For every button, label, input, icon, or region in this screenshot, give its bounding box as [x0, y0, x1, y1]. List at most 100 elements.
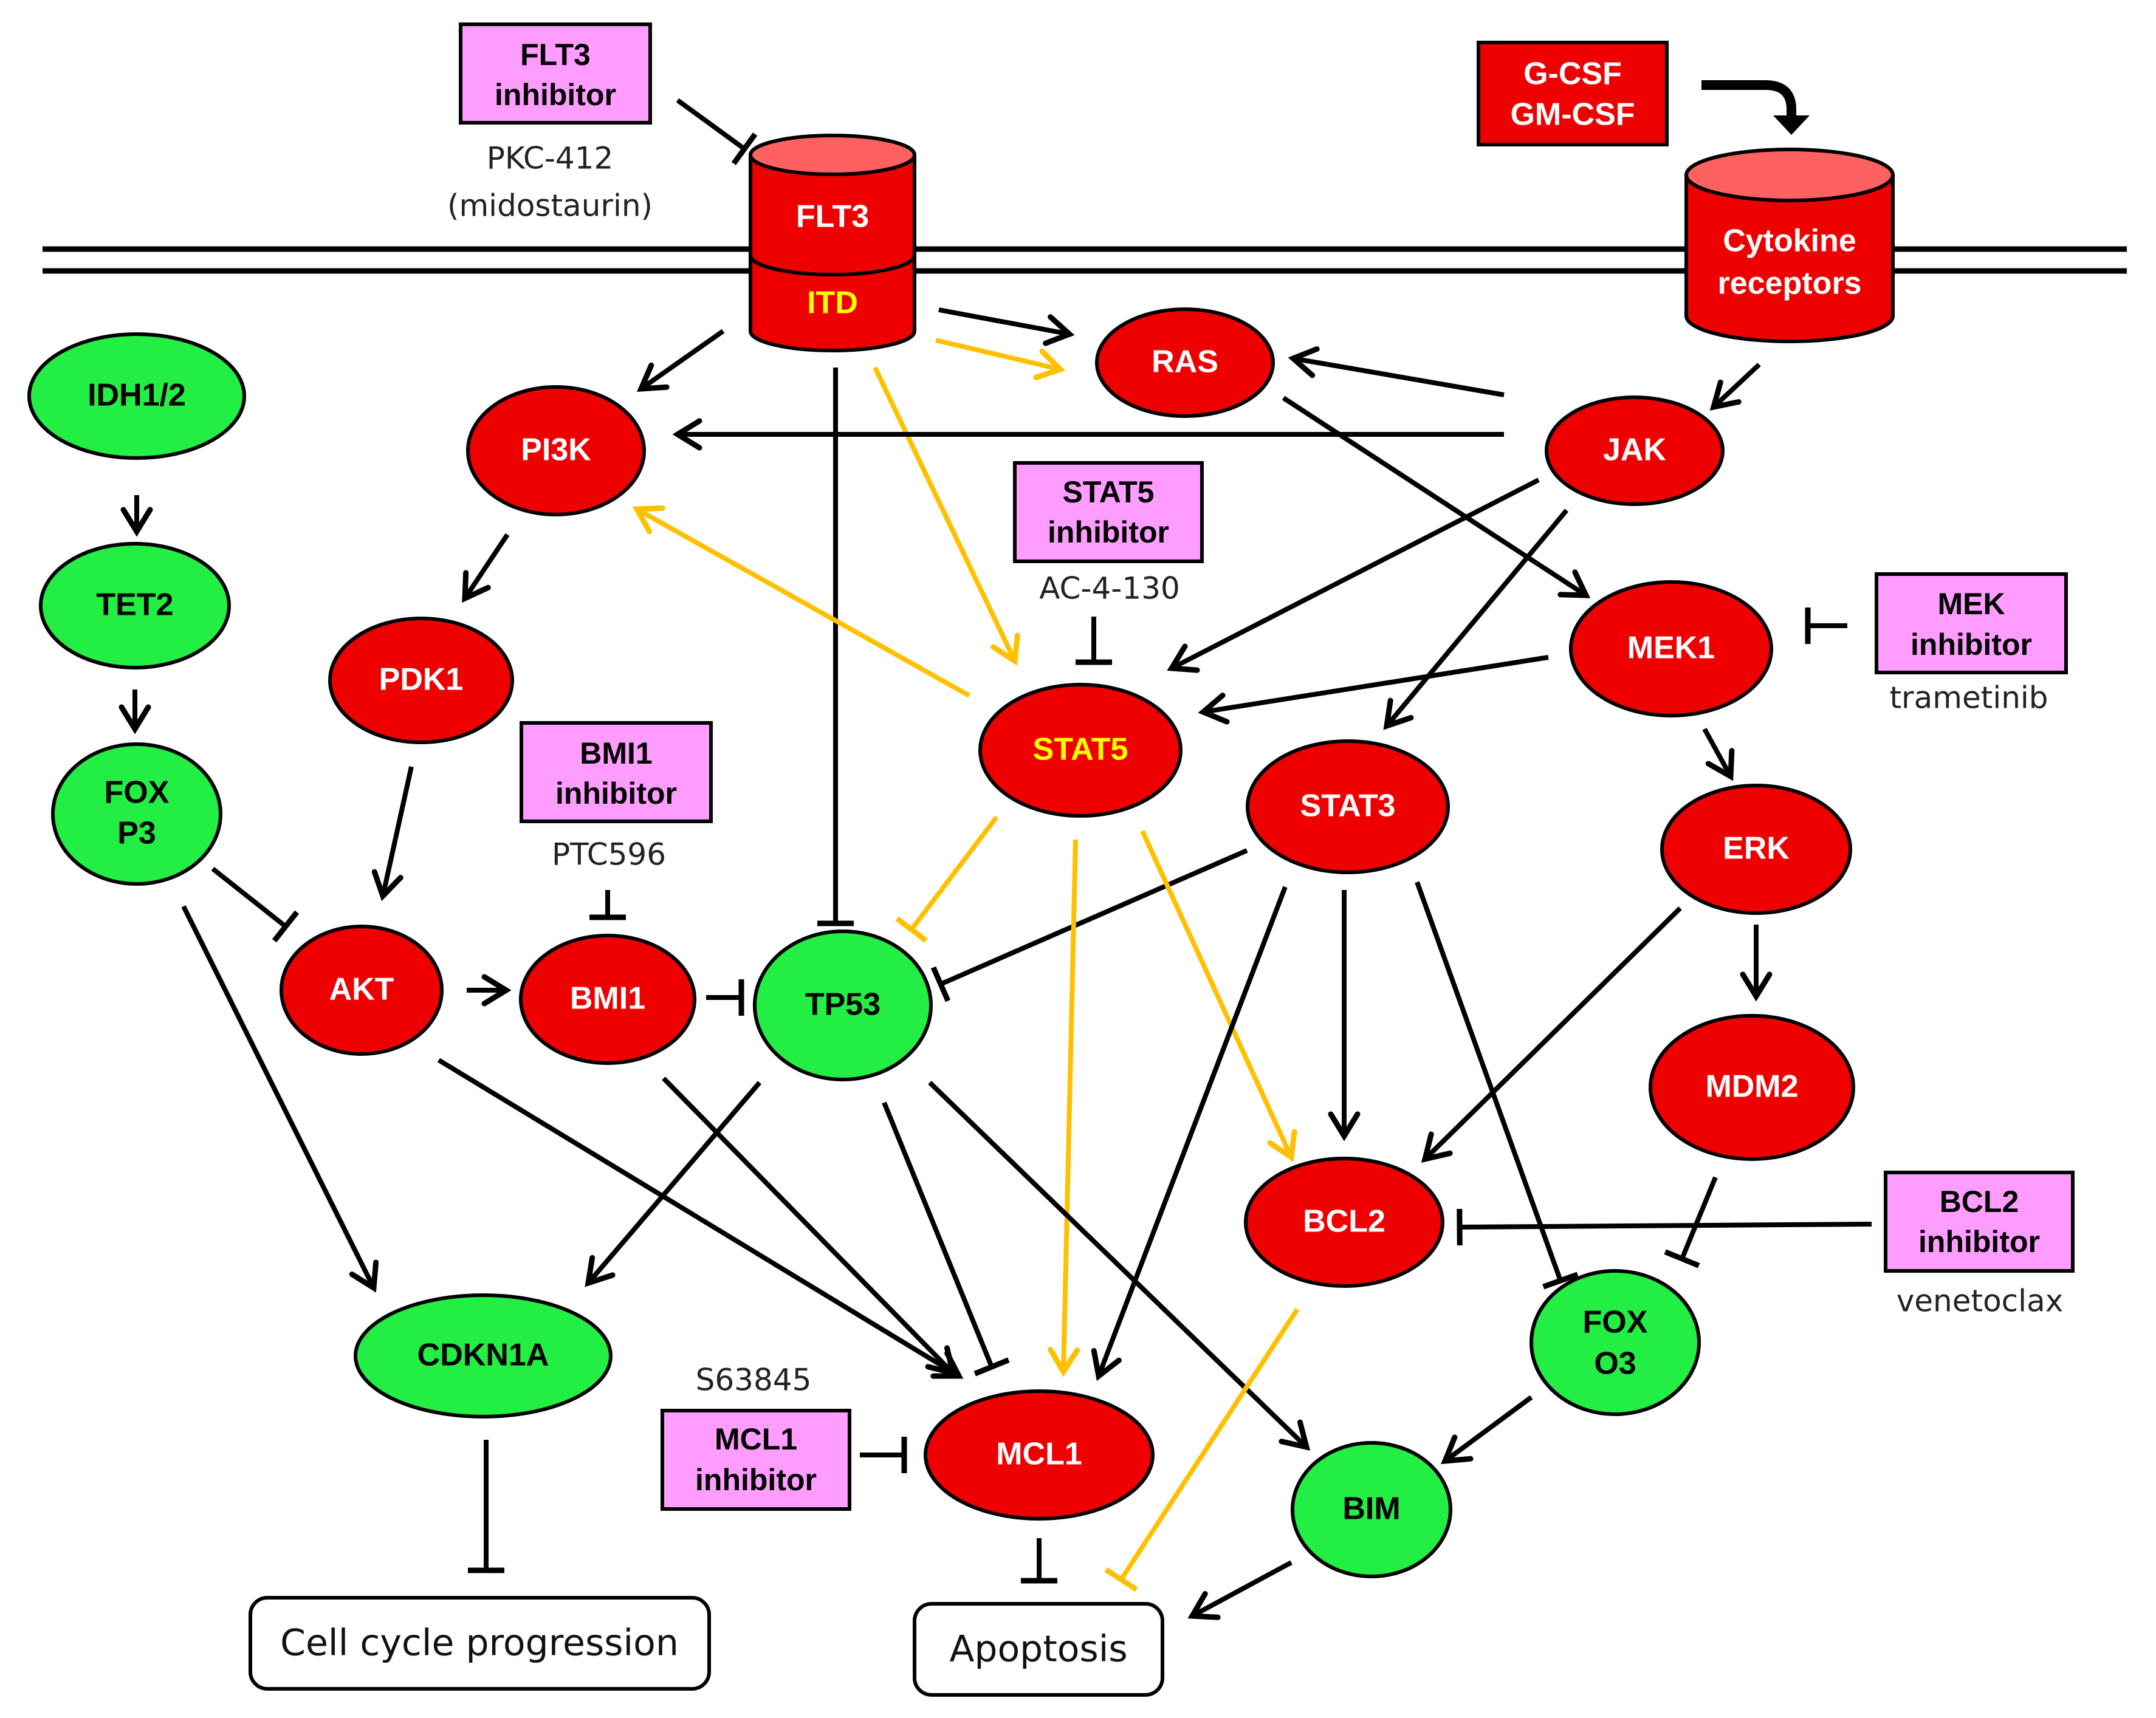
- edge-pdk1-akt: [371, 766, 414, 902]
- ligand-arrow: [1701, 80, 1810, 135]
- edge-pi3k-pdk1: [462, 533, 510, 603]
- inhibitor-bcl2-line-1: BCL2: [1940, 1185, 2019, 1219]
- edge-bmi1-tp53: [706, 979, 744, 1016]
- cell-cycle-progression-label: Cell cycle progression: [280, 1622, 679, 1665]
- flt3-itd-receptor: FLT3 ITD: [749, 134, 916, 352]
- node-foxp3-label-1: FOX: [105, 775, 170, 810]
- edge-foxp3-cdkn1a: [181, 905, 379, 1293]
- inhibitor-mcl1: MCL1 inhibitor S63845: [661, 1363, 851, 1511]
- cytokine-receptors-label-2: receptors: [1718, 266, 1862, 301]
- outcome-cell-cycle: Cell cycle progression: [249, 1596, 711, 1691]
- node-ras-label: RAS: [1152, 344, 1218, 380]
- edge-jak-stat3: [1383, 508, 1569, 730]
- node-tet2-label: TET2: [96, 587, 173, 623]
- node-mcl1-label: MCL1: [996, 1437, 1082, 1472]
- node-idh12: IDH1/2: [27, 332, 246, 460]
- node-foxo3: FOX O3: [1529, 1269, 1701, 1416]
- node-mek1: MEK1: [1569, 580, 1773, 717]
- edge-mcl1-apoptosis: [1021, 1538, 1057, 1584]
- edge-tp53-bim: [928, 1081, 1311, 1451]
- inhibitor-bcl2-line-2: inhibitor: [1918, 1225, 2040, 1259]
- drug-s63845: S63845: [696, 1363, 812, 1398]
- node-stat3: STAT3: [1246, 739, 1450, 874]
- edge-stat3-tp53: [930, 848, 1248, 1002]
- node-akt: AKT: [280, 925, 444, 1056]
- edge-jak-ras: [1288, 346, 1505, 397]
- inhibitor-flt3: FLT3 inhibitor PKC-412 (midostaurin): [447, 22, 653, 224]
- edge-ras-mek1: [1282, 395, 1591, 598]
- edge-akt-bmi1: [467, 974, 512, 1007]
- pathway-edges: [118, 98, 1872, 1620]
- inhibitor-mcl1-line-2: inhibitor: [695, 1463, 817, 1497]
- node-mdm2-label: MDM2: [1705, 1069, 1798, 1104]
- inhibitor-flt3-line-1: FLT3: [520, 38, 591, 72]
- drug-ac4130: AC-4-130: [1039, 571, 1180, 606]
- edge-ptc596-bmi1: [589, 890, 626, 920]
- ligand-box: G-CSF GM-CSF: [1477, 41, 1669, 146]
- node-jak-label: JAK: [1603, 433, 1666, 468]
- ligand-line-1: G-CSF: [1523, 56, 1622, 92]
- edge-foxo3-bim: [1441, 1395, 1533, 1465]
- edge-stat5-pi3k: [632, 505, 970, 698]
- pathway-nodes: IDH1/2 TET2 FOX P3 PI3K PDK1 AKT BMI1: [27, 307, 1855, 1578]
- node-pdk1: PDK1: [328, 617, 514, 744]
- edge-mekinh-mek1: [1805, 607, 1847, 644]
- node-stat5: STAT5: [978, 683, 1183, 818]
- inhibitor-flt3-line-2: inhibitor: [495, 78, 616, 112]
- edge-foxp3-akt: [211, 866, 300, 943]
- node-foxp3: FOX P3: [51, 742, 222, 886]
- node-bmi1: BMI1: [519, 934, 696, 1065]
- edge-cdkn1a-cellcycle: [468, 1440, 504, 1573]
- node-mdm2: MDM2: [1649, 1014, 1855, 1161]
- edge-flt3-pi3k: [636, 329, 725, 392]
- inhibitor-stat5-line-2: inhibitor: [1048, 515, 1169, 549]
- edge-flt3inh-flt3: [676, 98, 758, 165]
- inhibitor-stat5-line-1: STAT5: [1063, 475, 1155, 509]
- flt3-label: FLT3: [796, 199, 869, 234]
- node-erk: ERK: [1660, 784, 1852, 915]
- edge-stat5-mcl1: [1048, 839, 1080, 1377]
- edge-bcl2-apoptosis: [1104, 1307, 1300, 1592]
- node-tp53: TP53: [753, 929, 933, 1081]
- edge-tet2-foxp3: [118, 690, 151, 734]
- edge-mek1-erk: [1702, 728, 1735, 781]
- inhibitor-bmi1-line-1: BMI1: [580, 736, 652, 770]
- node-jak: JAK: [1545, 395, 1725, 506]
- node-pdk1-label: PDK1: [379, 662, 464, 697]
- inhibitor-mek-line-1: MEK: [1937, 587, 2005, 621]
- cytokine-receptors: Cytokine receptors: [1684, 148, 1895, 343]
- node-idh12-label: IDH1/2: [88, 378, 186, 413]
- edge-bmi1-mcl1: [662, 1076, 957, 1377]
- edge-idh-tet2: [120, 495, 153, 537]
- edge-erk-bcl2: [1421, 906, 1682, 1163]
- node-tet2: TET2: [39, 542, 231, 669]
- edge-ac4130-stat5: [1076, 617, 1112, 665]
- cytokine-receptors-label-1: Cytokine: [1723, 224, 1856, 259]
- drug-midostaurin: (midostaurin): [447, 188, 653, 224]
- itd-label: ITD: [807, 286, 858, 321]
- edge-bcl2inh-bcl2: [1457, 1208, 1872, 1246]
- inhibitor-bcl2: BCL2 inhibitor venetoclax: [1884, 1171, 2075, 1319]
- edge-tp53-mcl1: [882, 1101, 1010, 1377]
- drug-venetoclax: venetoclax: [1897, 1284, 2064, 1319]
- node-mcl1: MCL1: [924, 1389, 1155, 1521]
- edge-flt3-ras: [938, 307, 1075, 346]
- node-erk-label: ERK: [1723, 831, 1790, 866]
- edge-flt3-ras-yellow: [935, 338, 1066, 380]
- ligand-line-2: GM-CSF: [1510, 97, 1635, 132]
- node-bim-label: BIM: [1342, 1491, 1400, 1527]
- drug-trametinib: trametinib: [1889, 680, 2048, 716]
- inhibitor-mek-line-2: inhibitor: [1911, 628, 2032, 662]
- edge-erk-mdm2: [1740, 925, 1773, 1002]
- node-stat3-label: STAT3: [1300, 789, 1396, 824]
- edge-mcl1inh-mcl1: [860, 1437, 907, 1473]
- edge-stat5-tp53: [895, 815, 999, 943]
- edge-bim-apoptosis: [1187, 1560, 1293, 1620]
- edge-jak-pi3k: [672, 418, 1504, 451]
- node-bcl2: BCL2: [1244, 1157, 1444, 1288]
- node-bim: BIM: [1291, 1441, 1452, 1578]
- inhibitor-mcl1-line-1: MCL1: [715, 1422, 797, 1456]
- edge-stat3-mcl1: [1091, 886, 1288, 1381]
- node-bmi1-label: BMI1: [570, 981, 645, 1016]
- node-cdkn1a-label: CDKN1A: [417, 1338, 549, 1373]
